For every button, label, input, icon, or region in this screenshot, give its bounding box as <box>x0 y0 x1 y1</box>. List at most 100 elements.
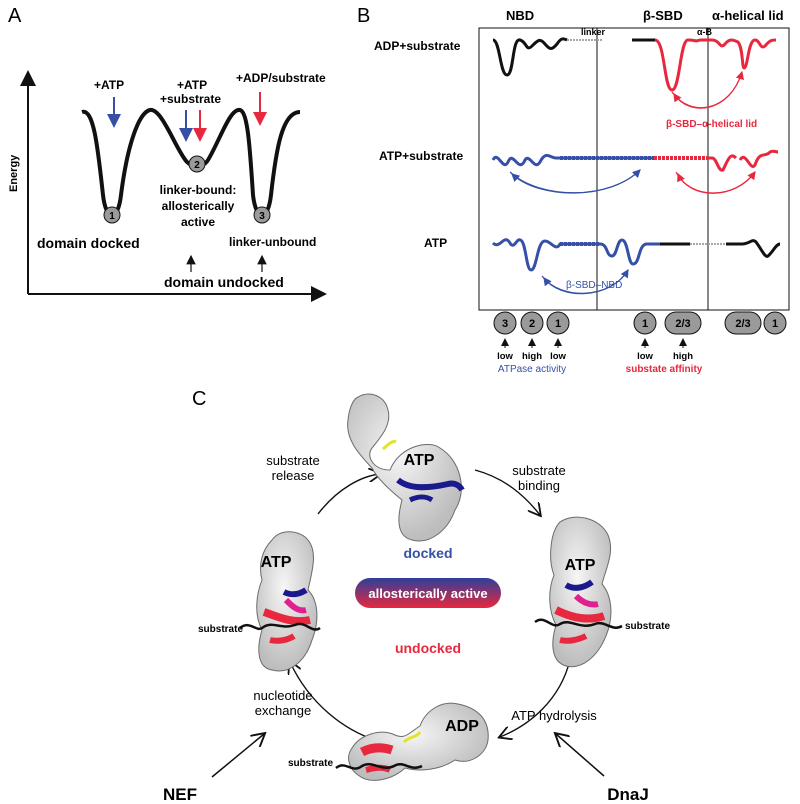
substrate-strand-bottom <box>335 763 423 770</box>
atpase-label: ATPase activity <box>498 364 566 375</box>
nucleotide-exchange-1: nucleotide <box>253 688 312 703</box>
row-atp-substrate: ATP+substrate <box>379 149 463 163</box>
substrate-strand-right <box>534 618 623 629</box>
nbd-trace-1 <box>492 37 568 77</box>
dnaj-label: DnaJ <box>607 785 649 804</box>
linker-yellow-bottom <box>402 731 422 744</box>
state-1-marker: 1 <box>103 206 121 224</box>
atp-left: ATP <box>261 554 292 571</box>
svg-text:3: 3 <box>502 318 508 330</box>
pill-2-3-b: 2/3 <box>724 311 762 335</box>
state-pills: 3 2 1 1 2/3 2/3 <box>493 311 787 335</box>
sbd-nbd-label: β-SBD–NBD <box>566 280 622 291</box>
row-adp-substrate: ADP+substrate <box>374 39 461 53</box>
y-axis-label: Energy <box>8 154 20 192</box>
lid-black-trace-3 <box>726 239 781 258</box>
dnaj-arrow <box>556 734 605 777</box>
nucleotide-exchange-2: exchange <box>255 703 311 718</box>
state-1-label: 1 <box>109 211 115 222</box>
high-2: high <box>673 351 693 362</box>
label-atp-sub-1: +ATP <box>177 78 207 92</box>
svg-text:1: 1 <box>772 318 778 330</box>
affinity-label: substate affinity <box>626 364 703 375</box>
state-3-marker: 3 <box>253 206 271 224</box>
nbd-blue-trace-3 <box>491 238 660 272</box>
row-atp: ATP <box>424 236 447 250</box>
substrate-bottom: substrate <box>288 758 333 769</box>
undocked-region-bottom <box>359 743 394 757</box>
linker-bound-line3: active <box>181 215 215 229</box>
allosteric-pill: allosterically active <box>355 578 501 608</box>
nef-arrow <box>211 734 264 778</box>
label-adp-sub: +ADP/substrate <box>236 71 326 85</box>
domain-undocked-label: domain undocked <box>164 274 284 290</box>
lid-red-trace-1 <box>654 38 777 92</box>
panel-c: C ATP substrate release substrate bindin… <box>163 388 670 804</box>
panel-b: B NBD β-SBD α-helical lid linker α-B ADP… <box>357 5 790 375</box>
pill-1-a: 1 <box>546 311 570 335</box>
state-2-label: 2 <box>194 160 200 171</box>
linker-unbound-label: linker-unbound <box>229 235 316 249</box>
atp-hydrolysis-label: ATP hydrolysis <box>511 708 597 723</box>
pill-2-3-a: 2/3 <box>664 311 702 335</box>
cycle-arrow-release <box>317 474 380 515</box>
allosteric-label: allosterically active <box>368 586 487 601</box>
docked-region <box>396 477 465 492</box>
panel-b-letter: B <box>357 5 370 27</box>
pill-2: 2 <box>520 311 544 335</box>
alpha-b-label: α-B <box>697 27 713 37</box>
atp-top: ATP <box>404 452 435 469</box>
sbd-lid-arrow-2 <box>675 171 756 194</box>
substrate-release-1: substrate <box>266 453 319 468</box>
substrate-strand-left <box>239 622 321 631</box>
pill-3: 3 <box>493 311 517 335</box>
label-atp: +ATP <box>94 78 124 92</box>
col-lid: α-helical lid <box>712 8 784 23</box>
svg-text:1: 1 <box>642 318 648 330</box>
docked-label: docked <box>403 545 452 561</box>
panel-c-letter: C <box>192 388 206 410</box>
linker-bound-line2: allosterically <box>162 199 235 213</box>
cycle-arrow-hydrolysis <box>500 659 571 737</box>
linker-yellow-top <box>382 440 397 451</box>
panel-a: A Energy +ATP +ATP +substrate +ADP/subst… <box>8 5 327 302</box>
cycle-arrow-binding <box>474 469 540 515</box>
substrate-binding-1: substrate <box>512 463 565 478</box>
substrate-release-2: release <box>272 468 315 483</box>
protein-right: ATP <box>534 516 623 668</box>
undocked-label: undocked <box>395 640 461 656</box>
adp-bottom: ADP <box>445 718 479 735</box>
substrate-binding-2: binding <box>518 478 560 493</box>
substrate-right: substrate <box>625 621 670 632</box>
atp-right: ATP <box>565 557 596 574</box>
pill-1-b: 1 <box>633 311 657 335</box>
protein-bottom: ADP <box>335 702 489 781</box>
nbd-blue-trace-2 <box>491 153 654 167</box>
panel-b-frame <box>478 27 790 311</box>
row-1-trace: β-SBD–α-helical lid <box>492 37 777 130</box>
undocked-region-left <box>262 608 311 625</box>
state-3-label: 3 <box>259 211 265 222</box>
row-3-trace: β-SBD–NBD <box>491 238 781 295</box>
low-1: low <box>497 351 513 362</box>
protein-top: ATP <box>347 393 465 542</box>
col-sbd: β-SBD <box>643 8 683 23</box>
svg-text:2: 2 <box>529 318 535 330</box>
nef-label: NEF <box>163 785 197 804</box>
panel-a-letter: A <box>8 5 22 27</box>
row-2-trace <box>491 149 779 194</box>
undocked-region-right <box>554 606 606 623</box>
col-nbd: NBD <box>506 8 534 23</box>
svg-text:2/3: 2/3 <box>735 318 750 330</box>
low-3: low <box>637 351 653 362</box>
protein-left: ATP <box>239 531 321 672</box>
label-atp-sub-2: +substrate <box>160 92 221 106</box>
low-2: low <box>550 351 566 362</box>
high-1: high <box>522 351 542 362</box>
pill-1-c: 1 <box>763 311 787 335</box>
linker-label: linker <box>581 27 606 37</box>
state-2-marker: 2 <box>188 155 206 173</box>
domain-docked-label: domain docked <box>37 235 140 251</box>
svg-text:2/3: 2/3 <box>675 318 690 330</box>
